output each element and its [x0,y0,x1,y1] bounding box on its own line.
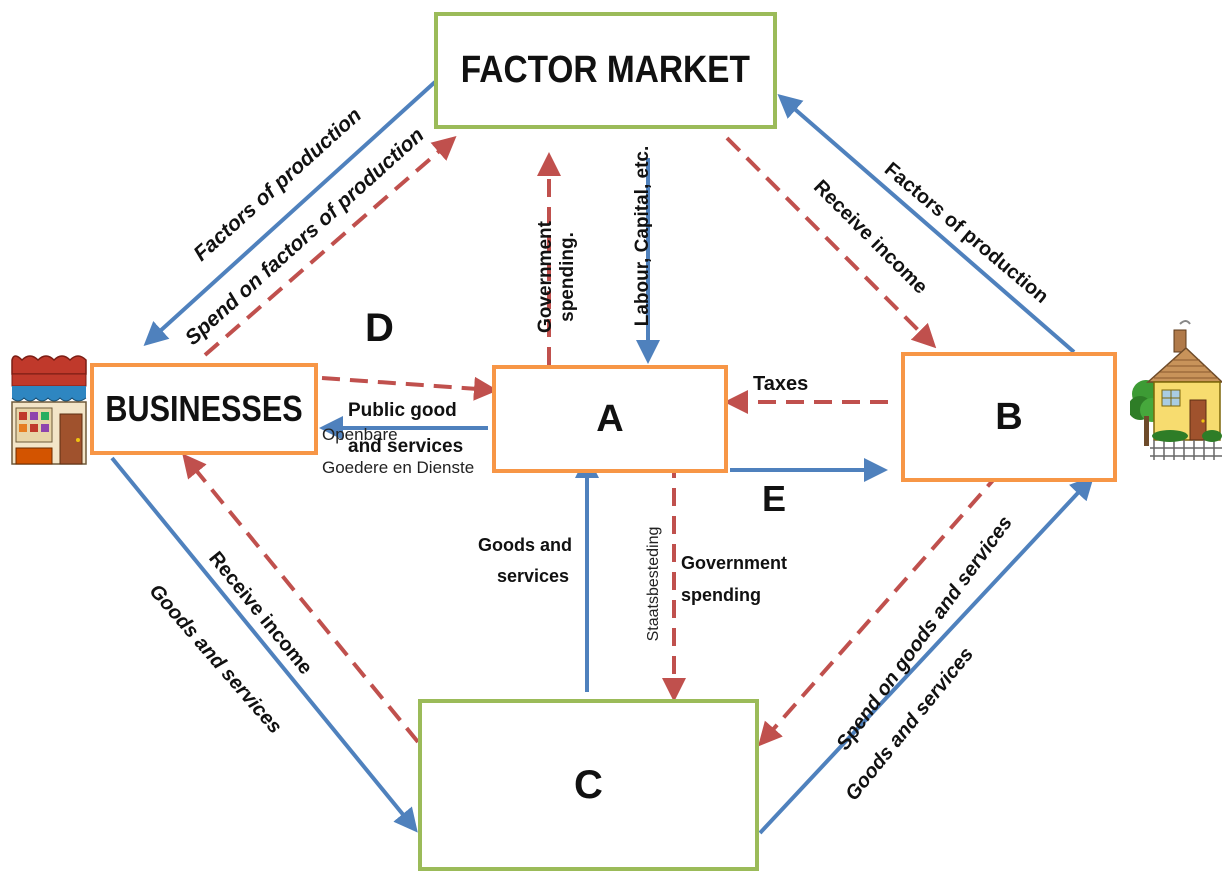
b-label: B [995,395,1023,438]
c-box: C [418,699,759,871]
goods-and-services-center-2: services [497,566,570,586]
arrow-spend-goods [758,450,1020,747]
and-services-label: and services [348,436,464,457]
house-icon [1130,320,1222,460]
arrow-spend-factors [203,136,457,357]
c-label: C [574,762,603,807]
labour-capital-etc: Labour, Capital, etc. [632,145,653,327]
businesses-label: BUSINESSES [105,388,303,429]
staatsbesteding-label: Staatsbesteding [645,526,662,642]
arrow-factors-to-businesses [143,80,437,347]
a-label: A [596,397,624,440]
government-spending-up: Government spending. [535,221,578,333]
openbare-label: Openbare [322,425,398,444]
arrow-businesses-to-a [321,376,498,401]
letter-d: D [365,306,394,350]
taxes-label: Taxes [753,373,809,395]
public-good-label: Public good [348,400,457,421]
b-box: B [901,352,1117,482]
shop-icon [11,355,87,465]
goedere-en-dienste-label: Goedere en Dienste [322,458,475,477]
arrow-businesses-to-c [110,456,418,833]
arrow-receive-income-businesses [182,453,420,744]
arrow-receive-income-b [725,136,937,349]
goods-and-services-center-1: Goods and [478,535,572,555]
factor-market-label: FACTOR MARKET [460,49,751,91]
businesses-box: BUSINESSES [90,363,318,455]
government-spending-down-1: Government [681,553,788,573]
arrow-factors-from-b [777,94,1076,354]
arrow-c-to-b [758,475,1095,835]
letter-e: E [762,478,787,519]
factor-market-box: FACTOR MARKET [434,12,777,129]
a-box: A [492,365,728,473]
government-spending-down-2: spending [681,585,761,605]
